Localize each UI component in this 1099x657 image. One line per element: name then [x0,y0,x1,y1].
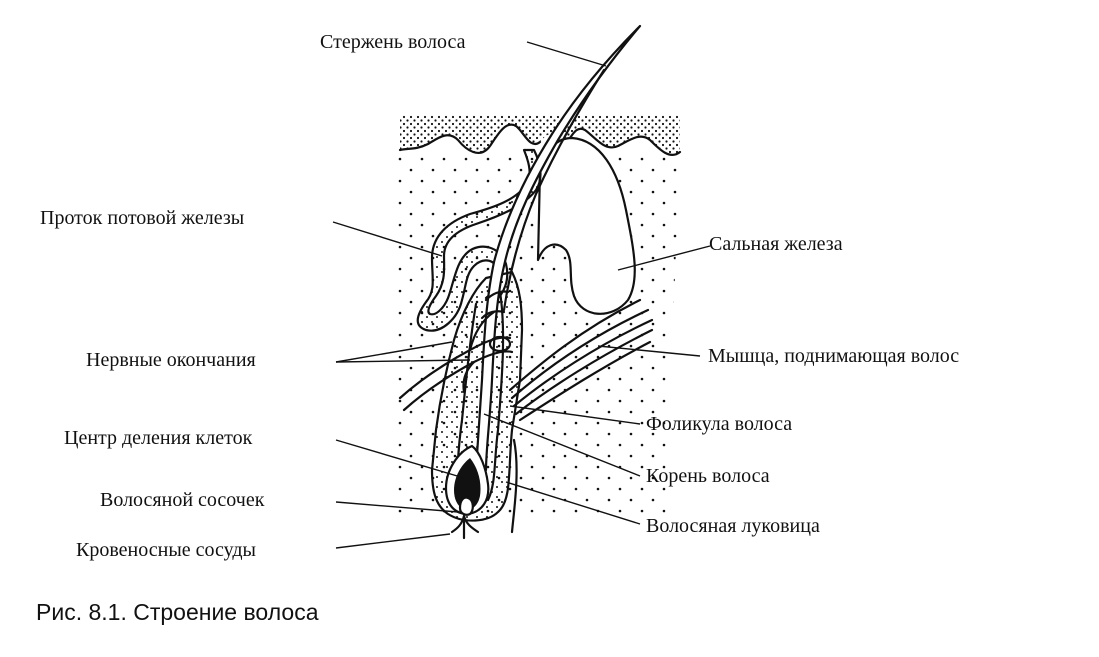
label-follicle: Фоликула волоса [646,413,792,435]
label-nerve-endings: Нервные окончания [86,349,256,371]
label-hair-bulb: Волосяная луковица [646,515,820,537]
hair-bulb [444,444,490,516]
sebaceous-gland [536,136,636,315]
nerve-fiber [398,290,514,412]
blood-vessels [450,514,480,540]
label-hair-papilla: Волосяной сосочек [100,489,265,511]
follicle-outline-deep [510,438,518,534]
figure-caption: Рис. 8.1. Строение волоса [36,599,319,625]
label-hair-shaft: Стержень волоса [320,31,466,53]
label-sebaceous-gland: Сальная железа [709,233,843,255]
label-arrector-muscle: Мышца, поднимающая волос [708,345,959,367]
label-hair-root: Корень волоса [646,465,770,487]
label-cell-division-center: Центр деления клеток [64,427,253,449]
label-blood-vessels: Кровеносные сосуды [76,539,256,561]
arrector-pili-muscle [508,298,654,422]
leader-lines [332,41,711,549]
label-sweat-duct: Проток потовой железы [40,207,244,229]
epidermis-layer [398,115,682,156]
